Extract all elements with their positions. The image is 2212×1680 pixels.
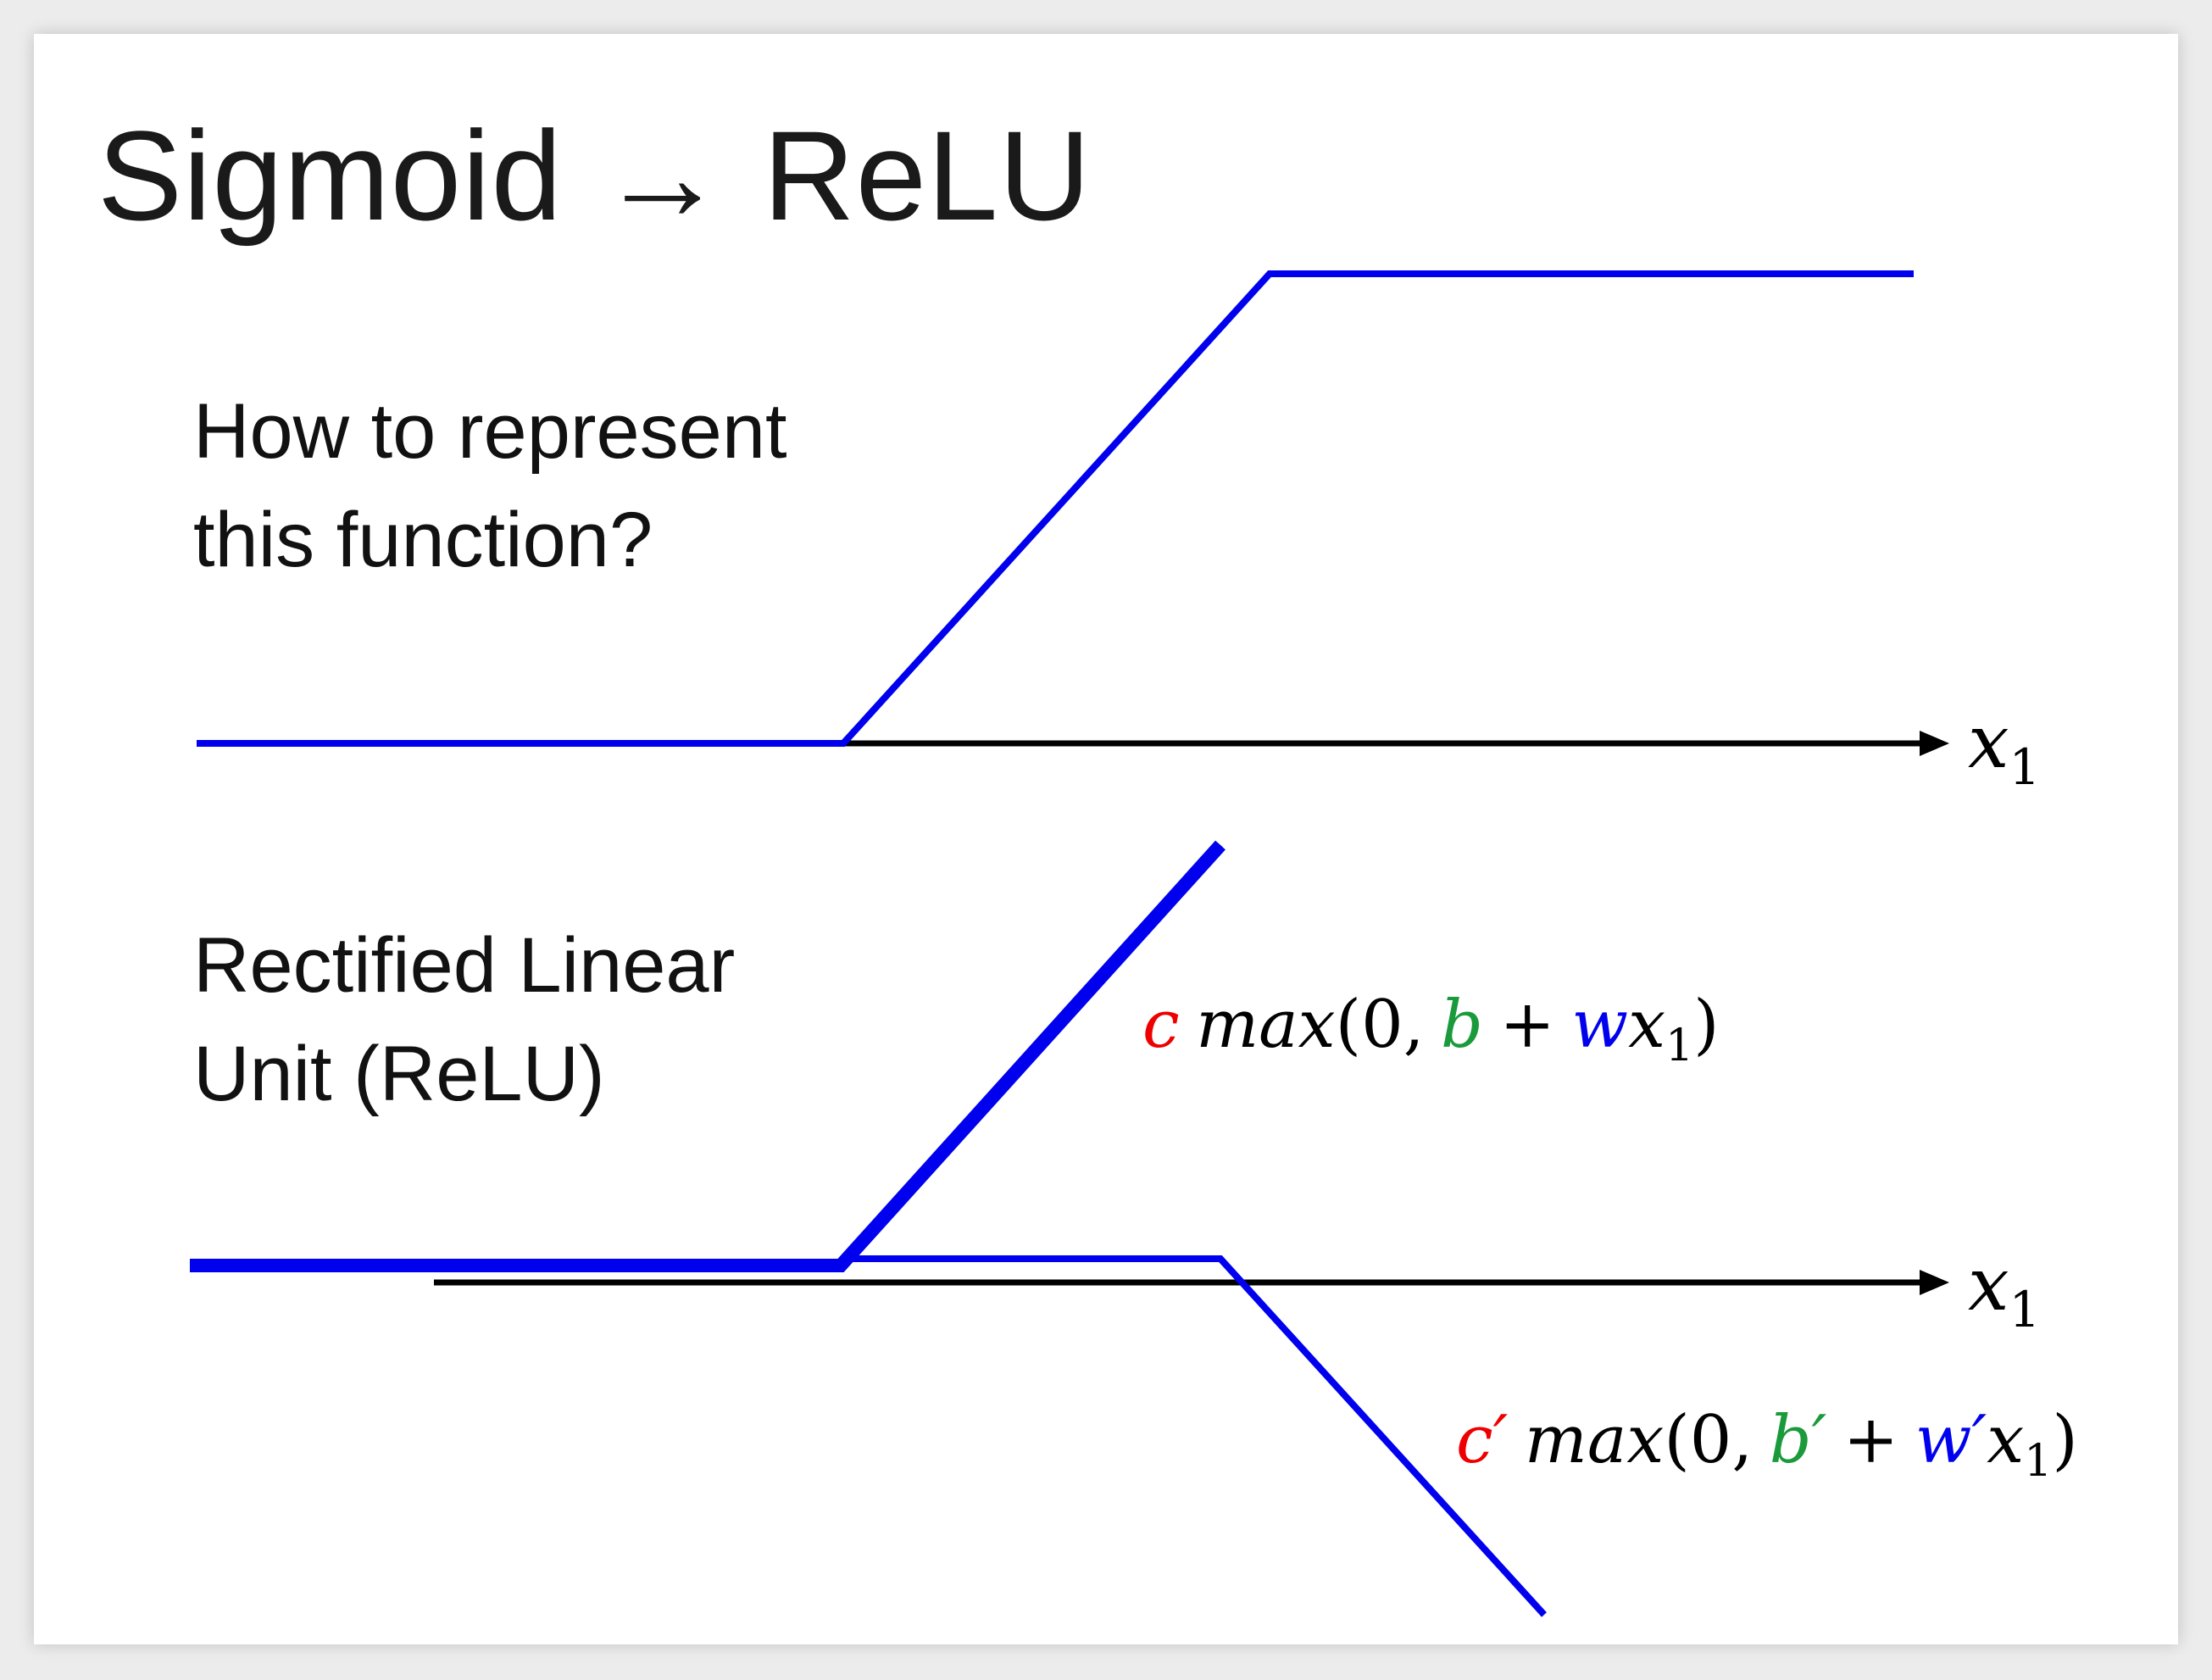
formula1-c: c <box>1142 987 1180 1063</box>
relu-label-line-1: Rectified Linear <box>193 922 736 1009</box>
top-axis-arrow-icon <box>1920 731 1949 756</box>
question-line-1: How to represent <box>193 388 787 475</box>
formula2-close: ) <box>2052 1402 2077 1478</box>
relu-up-slope <box>838 843 1223 1268</box>
formula2-c: c′ <box>1456 1402 1509 1478</box>
formula2-b: b′ <box>1770 1402 1827 1478</box>
formula1-b: b <box>1441 987 1483 1063</box>
relu-label: Rectified Linear Unit (ReLU) <box>193 911 735 1128</box>
formula2-max: max <box>1525 1402 1664 1478</box>
bottom-axis-label: x1 <box>1968 1243 2040 1338</box>
slide: Sigmoid → ReLU How to represent this fun… <box>34 34 2178 1644</box>
slide-title: Sigmoid → ReLU <box>97 104 1092 247</box>
formula1-plus: + <box>1499 987 1554 1063</box>
relu-label-line-2: Unit (ReLU) <box>193 1031 605 1117</box>
relu-curve-down <box>841 1255 1547 1617</box>
formula1-close: ) <box>1693 987 1719 1063</box>
top-axis-label: x1 <box>1968 700 2040 796</box>
formula1-max: max <box>1196 987 1335 1063</box>
hard-sigmoid-curve <box>197 270 1914 747</box>
formula2-plus: + <box>1843 1402 1898 1478</box>
relu-formula-2: c′ max(0, b′ + w′x1) <box>1456 1402 2078 1487</box>
formula2-x: x <box>1987 1402 2024 1478</box>
formula1-w: w <box>1571 987 1628 1063</box>
formula1-open: (0, <box>1336 987 1425 1063</box>
question-line-2: this function? <box>193 497 653 583</box>
formula2-w: w′ <box>1915 1402 1987 1478</box>
relu-curve-up <box>190 840 1225 1272</box>
bottom-axis-arrow-icon <box>1920 1270 1949 1295</box>
formula1-x: x <box>1628 987 1665 1063</box>
formula1-sub: 1 <box>1665 1021 1693 1071</box>
relu-formula-1: c max(0, b + wx1) <box>1142 987 1720 1071</box>
formula2-open: (0, <box>1664 1402 1753 1478</box>
question-text: How to represent this function? <box>193 377 787 594</box>
formula2-sub: 1 <box>2024 1436 2052 1487</box>
